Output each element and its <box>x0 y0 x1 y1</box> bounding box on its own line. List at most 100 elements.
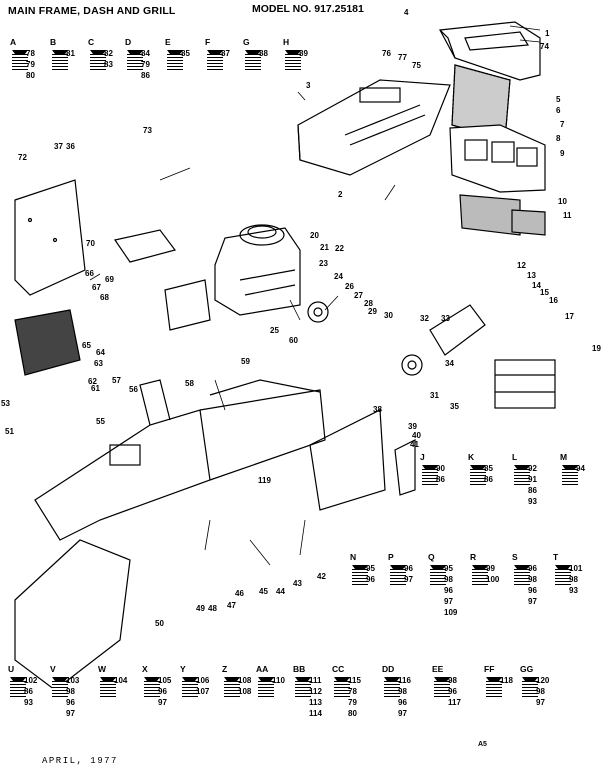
hardware-part-number: 109 <box>444 608 458 617</box>
callout-74: 74 <box>540 42 549 51</box>
callout-73: 73 <box>143 126 152 135</box>
model-number: MODEL NO. 917.25181 <box>252 3 364 15</box>
hardware-part-number: 96 <box>528 564 537 573</box>
hardware-letter-a: A <box>10 37 17 47</box>
hardware-part-number: 86 <box>528 486 537 495</box>
hardware-part-number: 98 <box>66 687 75 696</box>
callout-47: 47 <box>227 601 236 610</box>
hardware-part-number: 84 <box>141 49 150 58</box>
hardware-part-number: 97 <box>444 597 453 606</box>
callout-68: 68 <box>100 293 109 302</box>
callout-26: 26 <box>345 282 354 291</box>
hardware-part-number: 113 <box>309 698 322 707</box>
hardware-letter-t: T <box>553 552 559 562</box>
callout-10: 10 <box>558 197 567 206</box>
hardware-part-number: 80 <box>26 71 35 80</box>
hardware-letter-bb: BB <box>293 664 306 674</box>
hardware-part-number: 78 <box>26 49 35 58</box>
bolt-icon <box>555 565 571 587</box>
bolt-icon <box>422 465 438 487</box>
bolt-icon <box>562 465 578 487</box>
hardware-part-number: 106 <box>196 676 210 685</box>
callout-42: 42 <box>317 572 326 581</box>
callout-62: 62 <box>88 377 97 386</box>
hardware-part-number: 115 <box>348 676 361 685</box>
hardware-part-number: 117 <box>448 698 461 707</box>
hardware-letter-m: M <box>560 452 568 462</box>
callout-30: 30 <box>384 311 393 320</box>
hardware-part-number: 91 <box>528 475 537 484</box>
callout-4: 4 <box>404 8 409 17</box>
callout-39: 39 <box>408 422 417 431</box>
callout-27: 27 <box>354 291 363 300</box>
hardware-part-number: 96 <box>366 575 375 584</box>
callout-2: 2 <box>338 190 343 199</box>
dash-panel <box>297 79 451 176</box>
callout-34: 34 <box>445 359 454 368</box>
main-frame <box>34 379 326 541</box>
hardware-part-number: 93 <box>569 586 578 595</box>
hardware-part-number: 98 <box>398 687 407 696</box>
callout-38: 38 <box>373 405 382 414</box>
callout-49: 49 <box>196 604 205 613</box>
hardware-part-number: 92 <box>528 464 537 473</box>
right-side-panel <box>309 409 416 511</box>
callout-56: 56 <box>129 385 138 394</box>
hardware-part-number: 97 <box>158 698 167 707</box>
hardware-part-number: 108 <box>238 687 252 696</box>
hardware-letter-h: H <box>283 37 290 47</box>
callout-70: 70 <box>86 239 95 248</box>
hardware-part-number: 114 <box>309 709 322 718</box>
callout-12: 12 <box>517 261 526 270</box>
callout-60: 60 <box>289 336 298 345</box>
hardware-part-number: 88 <box>259 49 268 58</box>
hardware-letter-c: C <box>88 37 95 47</box>
hardware-part-number: 99 <box>486 564 495 573</box>
hardware-letter-k: K <box>468 452 475 462</box>
muffler <box>429 304 556 409</box>
bolt-icon <box>52 677 68 699</box>
hardware-letter-dd: DD <box>382 664 395 674</box>
callout-55: 55 <box>96 417 105 426</box>
callout-29: 29 <box>368 307 377 316</box>
hardware-part-number: 86 <box>484 475 493 484</box>
page-number: A5 <box>478 741 487 748</box>
pulley <box>307 301 423 376</box>
callout-75: 75 <box>412 61 421 70</box>
callout-41: 41 <box>410 440 419 449</box>
callout-58: 58 <box>185 379 194 388</box>
hardware-part-number: 96 <box>448 687 457 696</box>
callout-19: 19 <box>592 344 601 353</box>
page-title: MAIN FRAME, DASH AND GRILL <box>8 5 176 17</box>
hardware-letter-f: F <box>205 37 211 47</box>
callout-22: 22 <box>335 244 344 253</box>
bolt-icon <box>258 677 274 699</box>
revision-date: APRIL, 1977 <box>42 756 118 766</box>
hardware-part-number: 97 <box>404 575 413 584</box>
hardware-part-number: 78 <box>348 687 357 696</box>
callout-63: 63 <box>94 359 103 368</box>
hardware-part-number: 110 <box>272 676 285 685</box>
callout-40: 40 <box>412 431 421 440</box>
hardware-part-number: 96 <box>398 698 407 707</box>
engine <box>214 224 301 316</box>
hardware-letter-ee: EE <box>432 664 444 674</box>
hardware-letter-aa: AA <box>256 664 269 674</box>
hardware-part-number: 101 <box>569 564 583 573</box>
front-grill <box>14 309 81 376</box>
callout-76: 76 <box>382 49 391 58</box>
hardware-part-number: 104 <box>114 676 128 685</box>
hardware-part-number: 105 <box>158 676 172 685</box>
bolt-icon <box>127 50 143 72</box>
hardware-letter-j: J <box>420 452 425 462</box>
callout-17: 17 <box>565 312 574 321</box>
hardware-part-number: 85 <box>484 464 493 473</box>
bolt-icon <box>12 50 28 72</box>
hardware-part-number: 79 <box>141 60 150 69</box>
left-side-panel <box>14 179 86 296</box>
bolt-icon <box>207 50 223 72</box>
callout-32: 32 <box>420 314 429 323</box>
hardware-part-number: 98 <box>569 575 578 584</box>
hardware-part-number: 98 <box>448 676 457 685</box>
